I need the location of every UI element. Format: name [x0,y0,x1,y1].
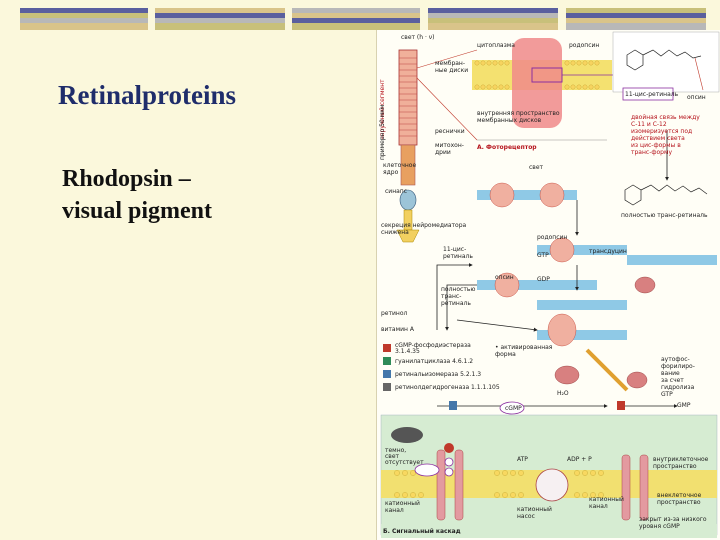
decor-bar [20,8,148,30]
label-cytoplasm: цитоплазма [477,42,515,49]
label-neurotransmitter: секреция нейромедиатора снижена [381,222,467,236]
label-membrane-discs: мембран- ные диски [435,60,469,74]
label-opsin2: опсин [495,274,514,281]
membrane-disc-lines [399,57,417,137]
label-atp: ATP [517,456,528,463]
label-darkness: темно, свет отсутствует [385,447,424,466]
label-activated-form: • активированная форма [495,344,553,358]
label-intracellular: внутриклеточное пространство [653,456,709,470]
label-adp: ADP + P [567,456,592,463]
label-rhodopsin2: родопсин [537,234,568,241]
decor-bar [155,8,285,30]
label-enzyme2: гуанилатциклаза 4.6.1.2 [395,358,474,365]
label-light2: свет [529,164,544,171]
label-synapse: синапс [385,188,408,195]
label-vitamin-a: витамин А [381,326,414,333]
label-gmp: GMP [677,402,691,409]
label-opsin: опсин [687,94,706,101]
label-signal-cascade: Б. Сигнальный каскад [383,528,461,535]
phototransduction-figure: свет (h · ν) цитоплазма родопсин мембран… [376,30,720,540]
label-enzyme4: ретинолдегидрогеназа 1.1.1.105 [395,384,500,391]
label-mitochondria: митохон- дрии [435,142,464,156]
label-enzyme1: cGMP-фосфодиэстераза 3.1.4.35 [395,342,471,355]
label-cis-retinal: 11-цис-ретиналь [625,91,679,98]
label-cis-retinal2: 11-цис- ретиналь [443,246,473,260]
rod-inner-segment [400,144,416,186]
cation-pump [535,468,569,502]
label-rhodopsin: родопсин [569,42,600,49]
top-decorative-bars [0,0,720,34]
decor-bar [292,8,420,30]
body-line-1: Rhodopsin – [62,166,191,192]
label-size: примерно 50 мкм [379,104,386,160]
label-cgmp: cGMP [505,405,522,412]
label-cation-channel: катионный канал [385,500,420,514]
label-cation-channel2: катионный канал [589,496,624,510]
label-gtp: GTP [537,252,549,259]
label-extracellular: внеклеточное пространство [657,492,702,506]
label-transducin: трансдуцин [589,248,627,255]
decor-bar [428,8,558,30]
body-line-2: visual pigment [62,198,213,224]
diagram-graphics [380,31,720,538]
label-h2o: H₂O [557,390,569,397]
label-enzyme3: ретинальизомераза 5.2.1.3 [395,371,482,378]
rhodopsin-protein-large [512,38,562,128]
label-photoreceptor: А. Фоторецептор [477,144,537,151]
label-autophos: аутофос- форилиро- вание за счет гидроли… [661,356,695,398]
label-cilium: реснички [435,128,465,135]
label-cell-nucleus: клеточное ядро [383,162,417,176]
label-inner-space: внутренняя пространство мембранных диско… [477,110,560,124]
dark-cloud [391,427,423,443]
label-all-trans: полностью транс-ретиналь [621,212,708,219]
label-all-trans2: полностью транс- ретиналь [441,286,476,307]
label-retinol: ретинол [381,310,408,317]
slide-title: Retinalproteins [58,80,237,110]
label-light: свет (h · ν) [401,34,435,41]
rod-synapse [396,229,420,243]
enzyme-number-boxes [383,344,391,391]
decor-bar [566,8,706,30]
label-double-bond: двойная связь между С-11 и С-12 изомериз… [631,114,700,156]
label-closed: закрыт из-за низкого уровня cGMP [639,516,707,530]
label-cation-pump: катионный насос [517,506,552,520]
cycle-membranes [477,190,717,340]
label-gdp: GDP [537,276,550,283]
channels [436,449,649,521]
slide-body: Rhodopsin – visual pigment [62,163,212,227]
